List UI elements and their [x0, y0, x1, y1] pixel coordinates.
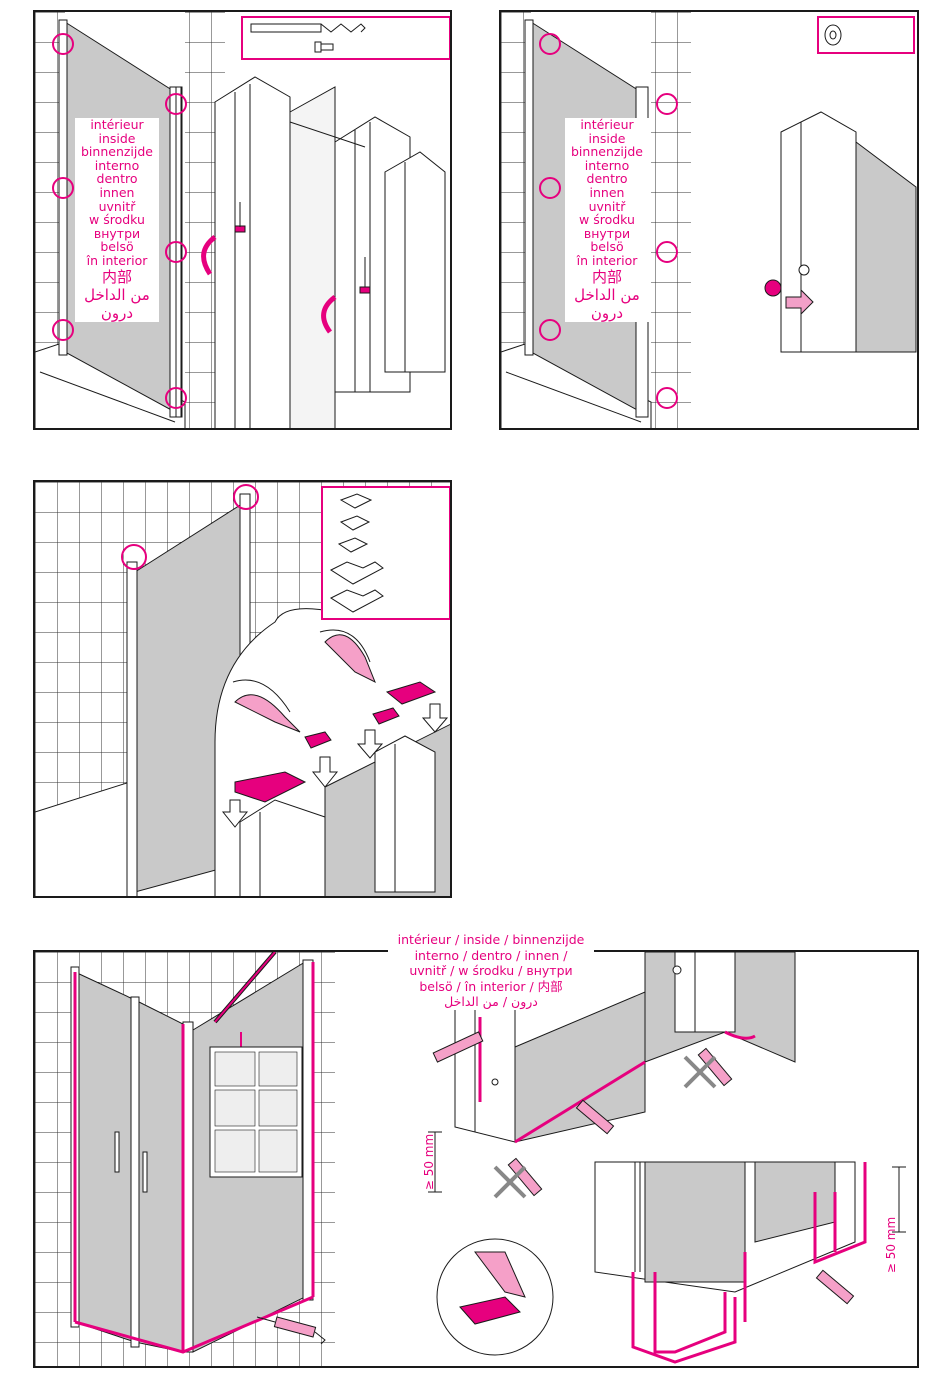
hook-icon: [201, 225, 371, 334]
cross-icon: [493, 1055, 717, 1199]
parts-box-3: [321, 486, 450, 620]
cap-icon: [824, 24, 842, 46]
parts-box-2: [817, 16, 915, 54]
mini-instructions-sheet: [209, 1046, 303, 1178]
cap-icon: [764, 264, 810, 297]
highlight-circles: [121, 484, 259, 570]
arrow-icon: [221, 703, 449, 828]
panel-2-illustration: [501, 12, 917, 428]
silicone-gun-icon: [815, 1269, 855, 1305]
dimension-label-right: ≥ 50 mm: [884, 1216, 898, 1274]
arrow-icon: [785, 288, 814, 316]
parts-box-1: [241, 16, 450, 60]
inside-label-bottom: intérieur / inside / binnenzijde interno…: [388, 932, 594, 1010]
drill-bit-icon: [250, 23, 366, 53]
highlight-circles: [539, 33, 678, 409]
pliers-icon: [232, 629, 376, 733]
silicone-lines: [73, 962, 315, 1354]
silicone-gun-icon: [256, 1316, 326, 1345]
sticker-pads-icon: [329, 493, 384, 613]
screw-icon: [314, 41, 334, 53]
silicone-gun-icon: [432, 1031, 733, 1197]
dimension-label-left: ≥ 50 mm: [422, 1133, 436, 1191]
zoom-detail: [436, 1238, 554, 1356]
sticker-pads-icon: [234, 681, 437, 803]
highlight-circles: [52, 33, 187, 409]
step-panel-4: ≥ 50 mm ≥ 50 mm: [33, 950, 919, 1368]
step-panel-3: [33, 480, 452, 898]
panel-4-illustration: [35, 952, 906, 1366]
